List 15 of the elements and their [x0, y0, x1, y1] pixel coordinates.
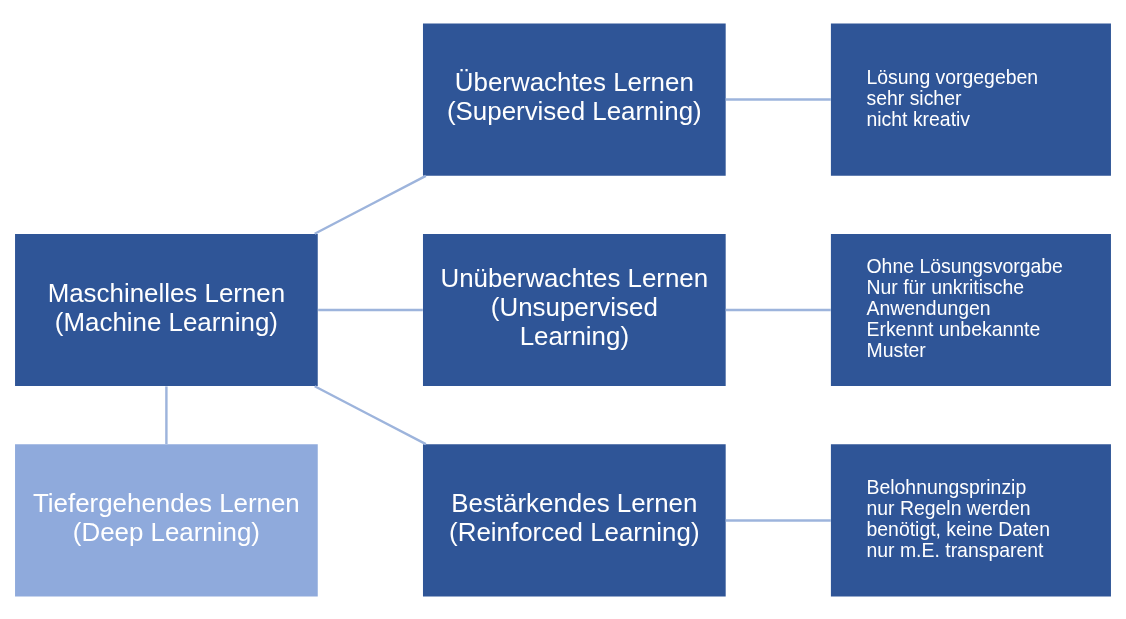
connector	[314, 384, 427, 445]
node-box: Tiefergehendes Lernen (Deep Learning)	[15, 443, 318, 596]
node-box: Lösung vorgegeben sehr sicher nicht kreativ	[830, 23, 1111, 176]
connector	[165, 385, 168, 444]
connector	[314, 174, 427, 235]
connector	[318, 308, 423, 311]
node-box: Maschinelles Lernen (Machine Learning)	[15, 233, 318, 386]
node-box: Belohnungsprinzip nur Regeln werden benötigt, keine Daten nur m.E. transparent	[830, 443, 1111, 596]
node-box: Überwachtes Lernen (Supervised Learning)	[423, 23, 726, 176]
connector	[725, 518, 831, 522]
connector	[725, 97, 831, 101]
node-box: Ohne Lösungsvorgabe Nur für unkritische Anwendungen Erkennt unbekannte Muster	[830, 233, 1111, 386]
connector	[725, 308, 831, 311]
node-box: Bestärkendes Lernen (Reinforced Learning)	[423, 443, 726, 596]
node-box: Unüberwachtes Lernen (Unsupervised Learning)	[423, 233, 726, 386]
